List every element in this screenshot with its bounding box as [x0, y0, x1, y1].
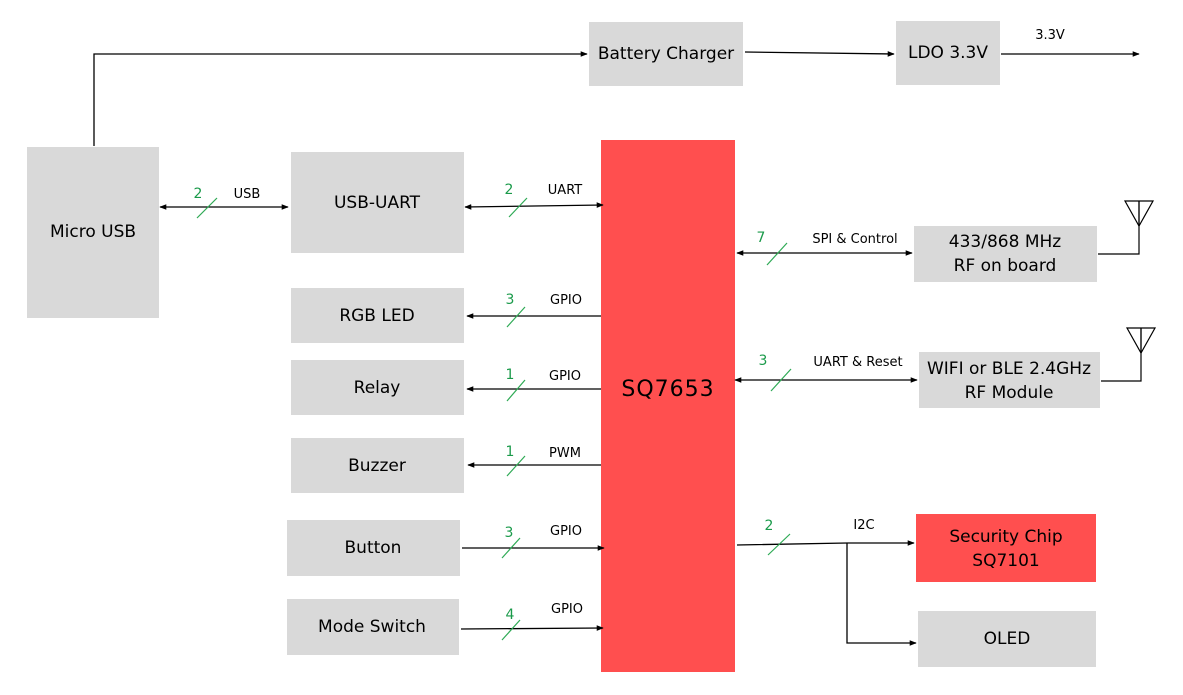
ldo-output-wire: 3.3V: [1001, 28, 1140, 57]
buzzer-bus-count: 1: [506, 444, 515, 460]
ldo-block: LDO 3.3V: [896, 21, 1000, 85]
button-bus-count: 3: [505, 525, 514, 541]
wifi-uart-bus-slash: [770, 368, 792, 392]
security-chip-label-line1: Security Chip: [949, 527, 1062, 547]
battery-charger-block: Battery Charger: [589, 22, 743, 86]
usb-bus-label: USB: [234, 187, 261, 202]
wifi-module-label-line2: RF Module: [965, 383, 1054, 403]
relay-label: Relay: [354, 378, 401, 398]
button-bus: 3 GPIO: [462, 524, 605, 559]
relay-block: Relay: [291, 360, 464, 415]
micro-usb-label: Micro USB: [50, 222, 136, 242]
spi-control-bus-label: SPI & Control: [812, 232, 897, 247]
uart-bus-label: UART: [548, 183, 582, 198]
buzzer-bus-slash: [506, 455, 526, 477]
rgb-led-bus-count: 3: [506, 292, 515, 308]
rf-board-label-line2: RF on board: [954, 256, 1057, 276]
button-bus-slash: [501, 537, 521, 559]
button-bus-label: GPIO: [550, 524, 582, 539]
security-chip-block: Security Chip SQ7101: [916, 514, 1096, 582]
mode-switch-bus-count: 4: [506, 607, 515, 623]
spi-control-bus-count: 7: [757, 230, 766, 246]
charger-to-ldo-wire: [744, 51, 895, 57]
usb-uart-block: USB-UART: [291, 152, 464, 253]
wifi-uart-bus-label: UART & Reset: [813, 355, 902, 370]
power-usb-to-charger-wire: [93, 51, 588, 146]
mode-switch-block: Mode Switch: [287, 599, 459, 655]
button-block: Button: [287, 520, 460, 576]
rgb-led-bus: 3 GPIO: [466, 292, 601, 328]
relay-bus-count: 1: [506, 367, 515, 383]
relay-bus-slash: [506, 379, 526, 402]
usb-bus-count: 2: [194, 186, 203, 202]
wifi-module-block: WIFI or BLE 2.4GHz RF Module: [919, 352, 1100, 408]
usb-bus-slash: [196, 197, 218, 219]
usb-bus: 2 USB: [159, 186, 289, 219]
buzzer-bus-label: PWM: [549, 446, 581, 461]
wifi-antenna-icon: [1101, 327, 1157, 382]
uart-bus-slash: [508, 197, 528, 218]
rgb-led-label: RGB LED: [339, 306, 414, 326]
mode-switch-bus: 4 GPIO: [460, 602, 604, 641]
button-label: Button: [345, 538, 402, 558]
ldo-output-label: 3.3V: [1035, 28, 1065, 43]
wifi-uart-bus-count: 3: [759, 353, 768, 369]
i2c-bus-label: I2C: [853, 518, 874, 533]
i2c-bus-count: 2: [765, 518, 774, 534]
i2c-bus: 2 I2C: [736, 518, 917, 646]
buzzer-label: Buzzer: [348, 456, 406, 476]
buzzer-bus: 1 PWM: [467, 444, 601, 477]
uart-bus: 2 UART: [464, 182, 604, 218]
ldo-label: LDO 3.3V: [908, 43, 988, 63]
uart-bus-count: 2: [505, 182, 514, 198]
spi-control-bus-slash: [766, 242, 788, 266]
wifi-uart-bus: 3 UART & Reset: [734, 353, 918, 392]
rgb-led-block: RGB LED: [291, 288, 464, 343]
spi-control-bus: 7 SPI & Control: [736, 230, 913, 266]
mode-switch-label: Mode Switch: [318, 617, 426, 637]
mode-switch-bus-slash: [501, 619, 521, 641]
relay-bus: 1 GPIO: [466, 367, 601, 402]
battery-charger-label: Battery Charger: [598, 44, 734, 64]
oled-block: OLED: [918, 611, 1096, 667]
buzzer-block: Buzzer: [291, 438, 464, 493]
security-chip-label-line2: SQ7101: [972, 551, 1039, 571]
rgb-led-bus-slash: [506, 306, 526, 328]
micro-usb-block: Micro USB: [27, 147, 159, 318]
mcu-label: SQ7653: [621, 377, 714, 402]
i2c-bus-slash: [767, 533, 791, 556]
rgb-led-bus-label: GPIO: [550, 293, 582, 308]
rf-board-block: 433/868 MHz RF on board: [914, 226, 1097, 282]
wifi-module-label-line1: WIFI or BLE 2.4GHz: [927, 359, 1091, 379]
rf-board-label-line1: 433/868 MHz: [949, 232, 1061, 252]
rf-antenna-icon: [1098, 200, 1155, 255]
oled-label: OLED: [984, 629, 1031, 649]
usb-uart-label: USB-UART: [334, 193, 421, 213]
relay-bus-label: GPIO: [549, 369, 581, 384]
mode-switch-bus-label: GPIO: [551, 602, 583, 617]
mcu-block: SQ7653: [601, 140, 735, 672]
